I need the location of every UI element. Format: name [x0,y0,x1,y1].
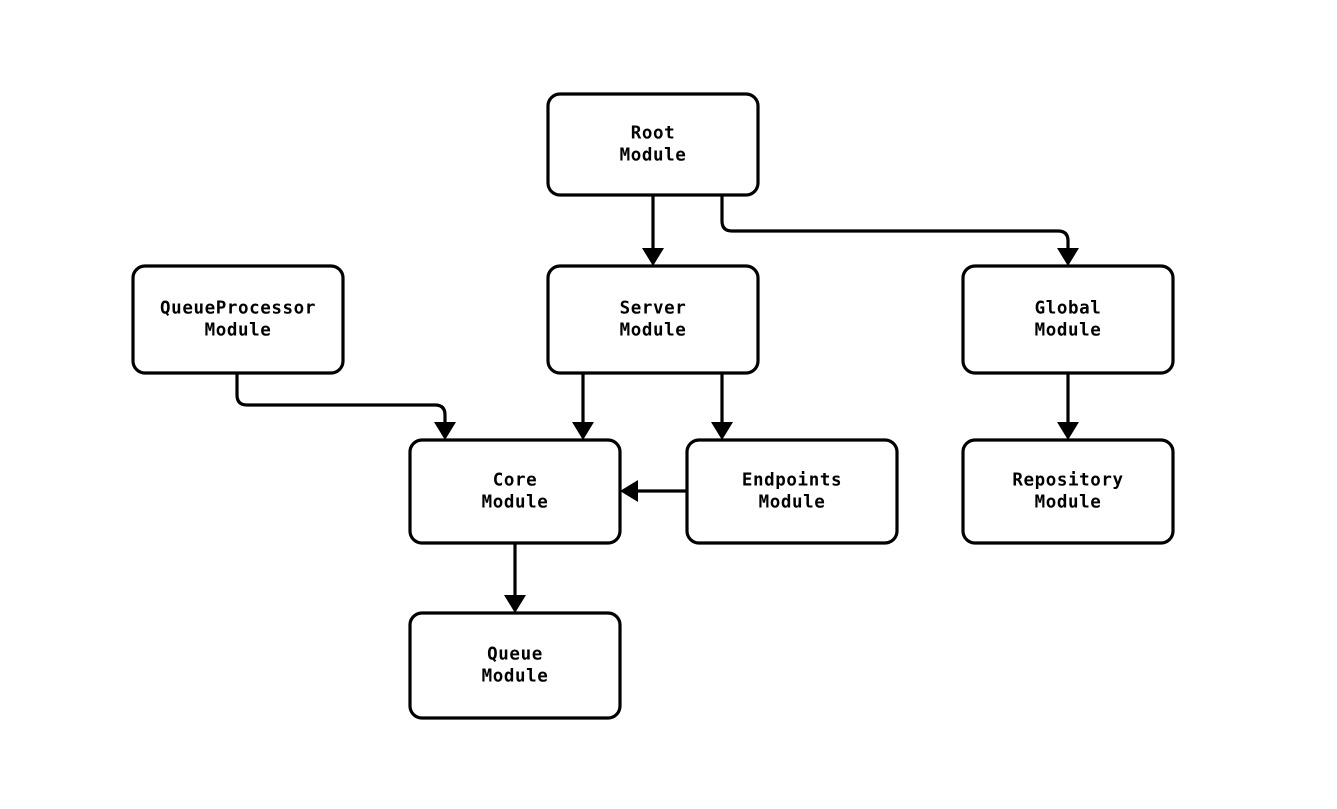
edge-root-to-server [642,195,664,266]
node-label-line2: Module [1035,321,1102,341]
edge-server-to-core [572,373,594,440]
node-box[interactable] [546,92,760,197]
node-label-line1: Core [493,471,538,491]
edge-core-to-queue [504,543,526,613]
node-label-line1: Repository [1012,471,1123,491]
edges-layer [235,195,1079,613]
edge-line [720,195,1070,248]
edge-root-to-global [720,195,1079,266]
arrowhead-icon [504,595,526,613]
edge-server-to-endpoints [711,373,733,440]
arrowhead-icon [434,422,456,440]
node-box[interactable] [408,611,622,720]
arrowhead-icon [620,480,638,502]
arrowhead-icon [1057,422,1079,440]
node-box[interactable] [408,438,622,545]
node-label-line2: Module [482,493,549,513]
node-box[interactable] [131,264,345,375]
arrowhead-icon [1057,248,1079,266]
node-label-line1: Queue [487,645,543,665]
node-label-line1: Global [1035,299,1102,319]
node-box[interactable] [546,264,760,375]
node-label-line2: Module [620,321,687,341]
node-label-line2: Module [1035,493,1102,513]
node-box[interactable] [961,264,1175,375]
arrowhead-icon [642,248,664,266]
edge-global-to-repository [1057,373,1079,440]
arrowhead-icon [711,422,733,440]
node-label-line2: Module [205,321,272,341]
node-box[interactable] [685,438,899,545]
node-label-line2: Module [759,493,826,513]
node-label-line2: Module [482,667,549,687]
node-label-line2: Module [620,146,687,166]
arrowhead-icon [572,422,594,440]
edge-queueprocessor-to-core [235,373,456,440]
node-label-line1: Root [631,124,676,144]
node-box[interactable] [961,438,1175,545]
edge-line [235,373,447,422]
node-label-line1: QueueProcessor [160,299,316,319]
nodes-layer: RootModuleQueueProcessorModuleServerModu… [131,92,1175,720]
edge-endpoints-to-core [620,480,687,502]
node-label-line1: Server [620,299,687,319]
node-label-line1: Endpoints [742,471,842,491]
